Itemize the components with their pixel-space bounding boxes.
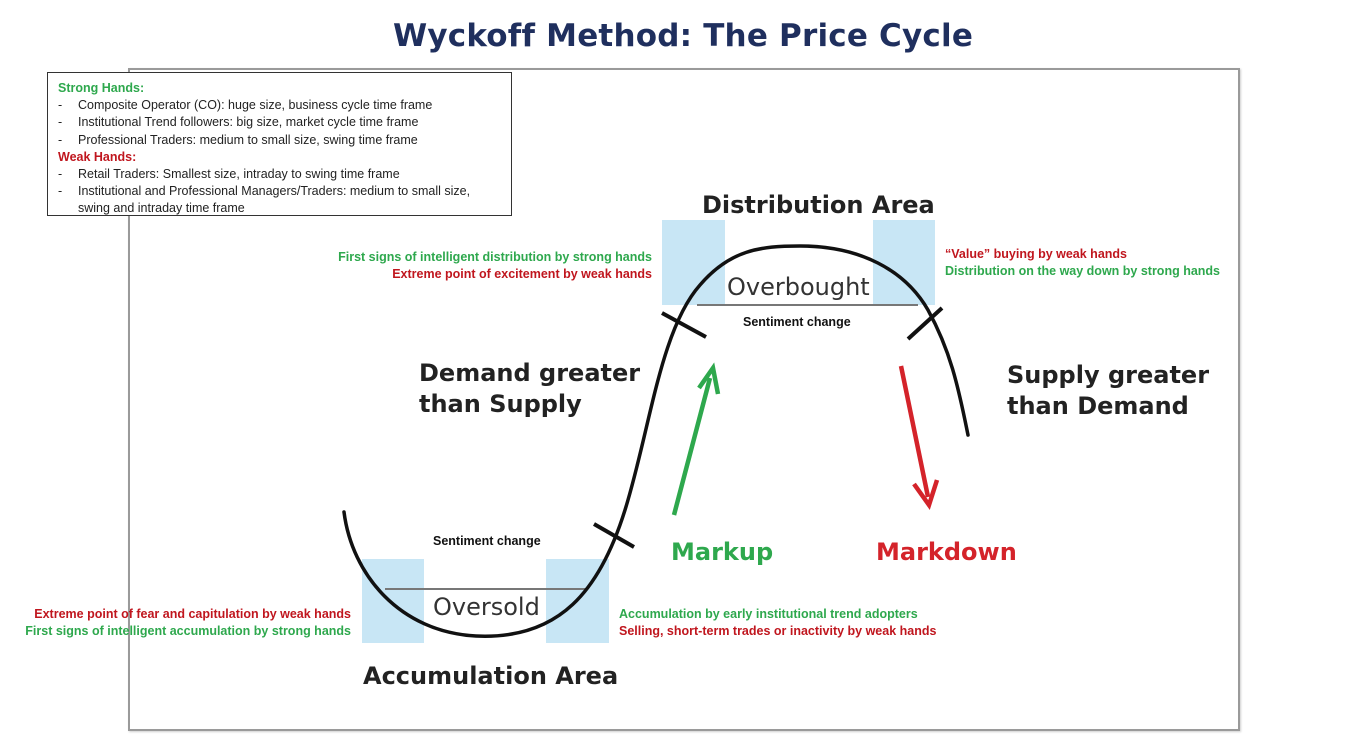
supply-greater-label: Supply greater than Demand bbox=[1007, 361, 1210, 420]
legend-item: -Retail Traders: Smallest size, intraday… bbox=[58, 167, 400, 182]
legend-item: -Institutional Trend followers: big size… bbox=[58, 115, 419, 130]
crossing-tick-top-left bbox=[661, 311, 707, 339]
legend-item: -Composite Operator (CO): huge size, bus… bbox=[58, 98, 433, 113]
markup-arrow-shaft bbox=[671, 377, 713, 516]
markdown-label: Markdown bbox=[876, 538, 1017, 566]
legend-item: -Institutional and Professional Managers… bbox=[58, 184, 471, 216]
note-top-right: “Value” buying by weak hands Distributio… bbox=[945, 247, 1220, 278]
markdown-arrow-head bbox=[912, 479, 940, 510]
price-cycle-curve bbox=[342, 244, 970, 638]
sentiment-change-bottom: Sentiment change bbox=[433, 534, 541, 548]
note-top-left: First signs of intelligent distribution … bbox=[338, 250, 652, 281]
demand-greater-label: Demand greater than Supply bbox=[419, 359, 641, 418]
strong-hands-heading: Strong Hands: bbox=[58, 81, 145, 95]
legend-item: -Professional Traders: medium to small s… bbox=[58, 132, 418, 147]
weak-hands-heading: Weak Hands: bbox=[58, 149, 137, 164]
highlight-box-top-right bbox=[873, 220, 935, 305]
accumulation-area-label: Accumulation Area bbox=[363, 662, 619, 690]
crossing-tick-bottom-right bbox=[593, 522, 635, 549]
markup-arrow-head bbox=[697, 362, 721, 395]
note-bottom-left: Extreme point of fear and capitulation b… bbox=[25, 607, 351, 638]
overbought-label: Overbought bbox=[727, 273, 870, 301]
hands-legend: Strong Hands: -Composite Operator (CO): … bbox=[47, 72, 512, 216]
markdown-arrow-shaft bbox=[898, 365, 931, 498]
diagram-frame bbox=[128, 68, 1240, 731]
markup-label: Markup bbox=[671, 538, 774, 566]
oversold-label: Oversold bbox=[433, 593, 540, 621]
note-bottom-right: Accumulation by early institutional tren… bbox=[619, 607, 937, 638]
distribution-area-label: Distribution Area bbox=[702, 191, 935, 219]
highlight-box-bottom-left bbox=[362, 559, 424, 643]
crossing-tick-top-right bbox=[906, 306, 944, 341]
sentiment-change-top: Sentiment change bbox=[743, 315, 851, 329]
page-title: Wyckoff Method: The Price Cycle bbox=[392, 18, 974, 54]
